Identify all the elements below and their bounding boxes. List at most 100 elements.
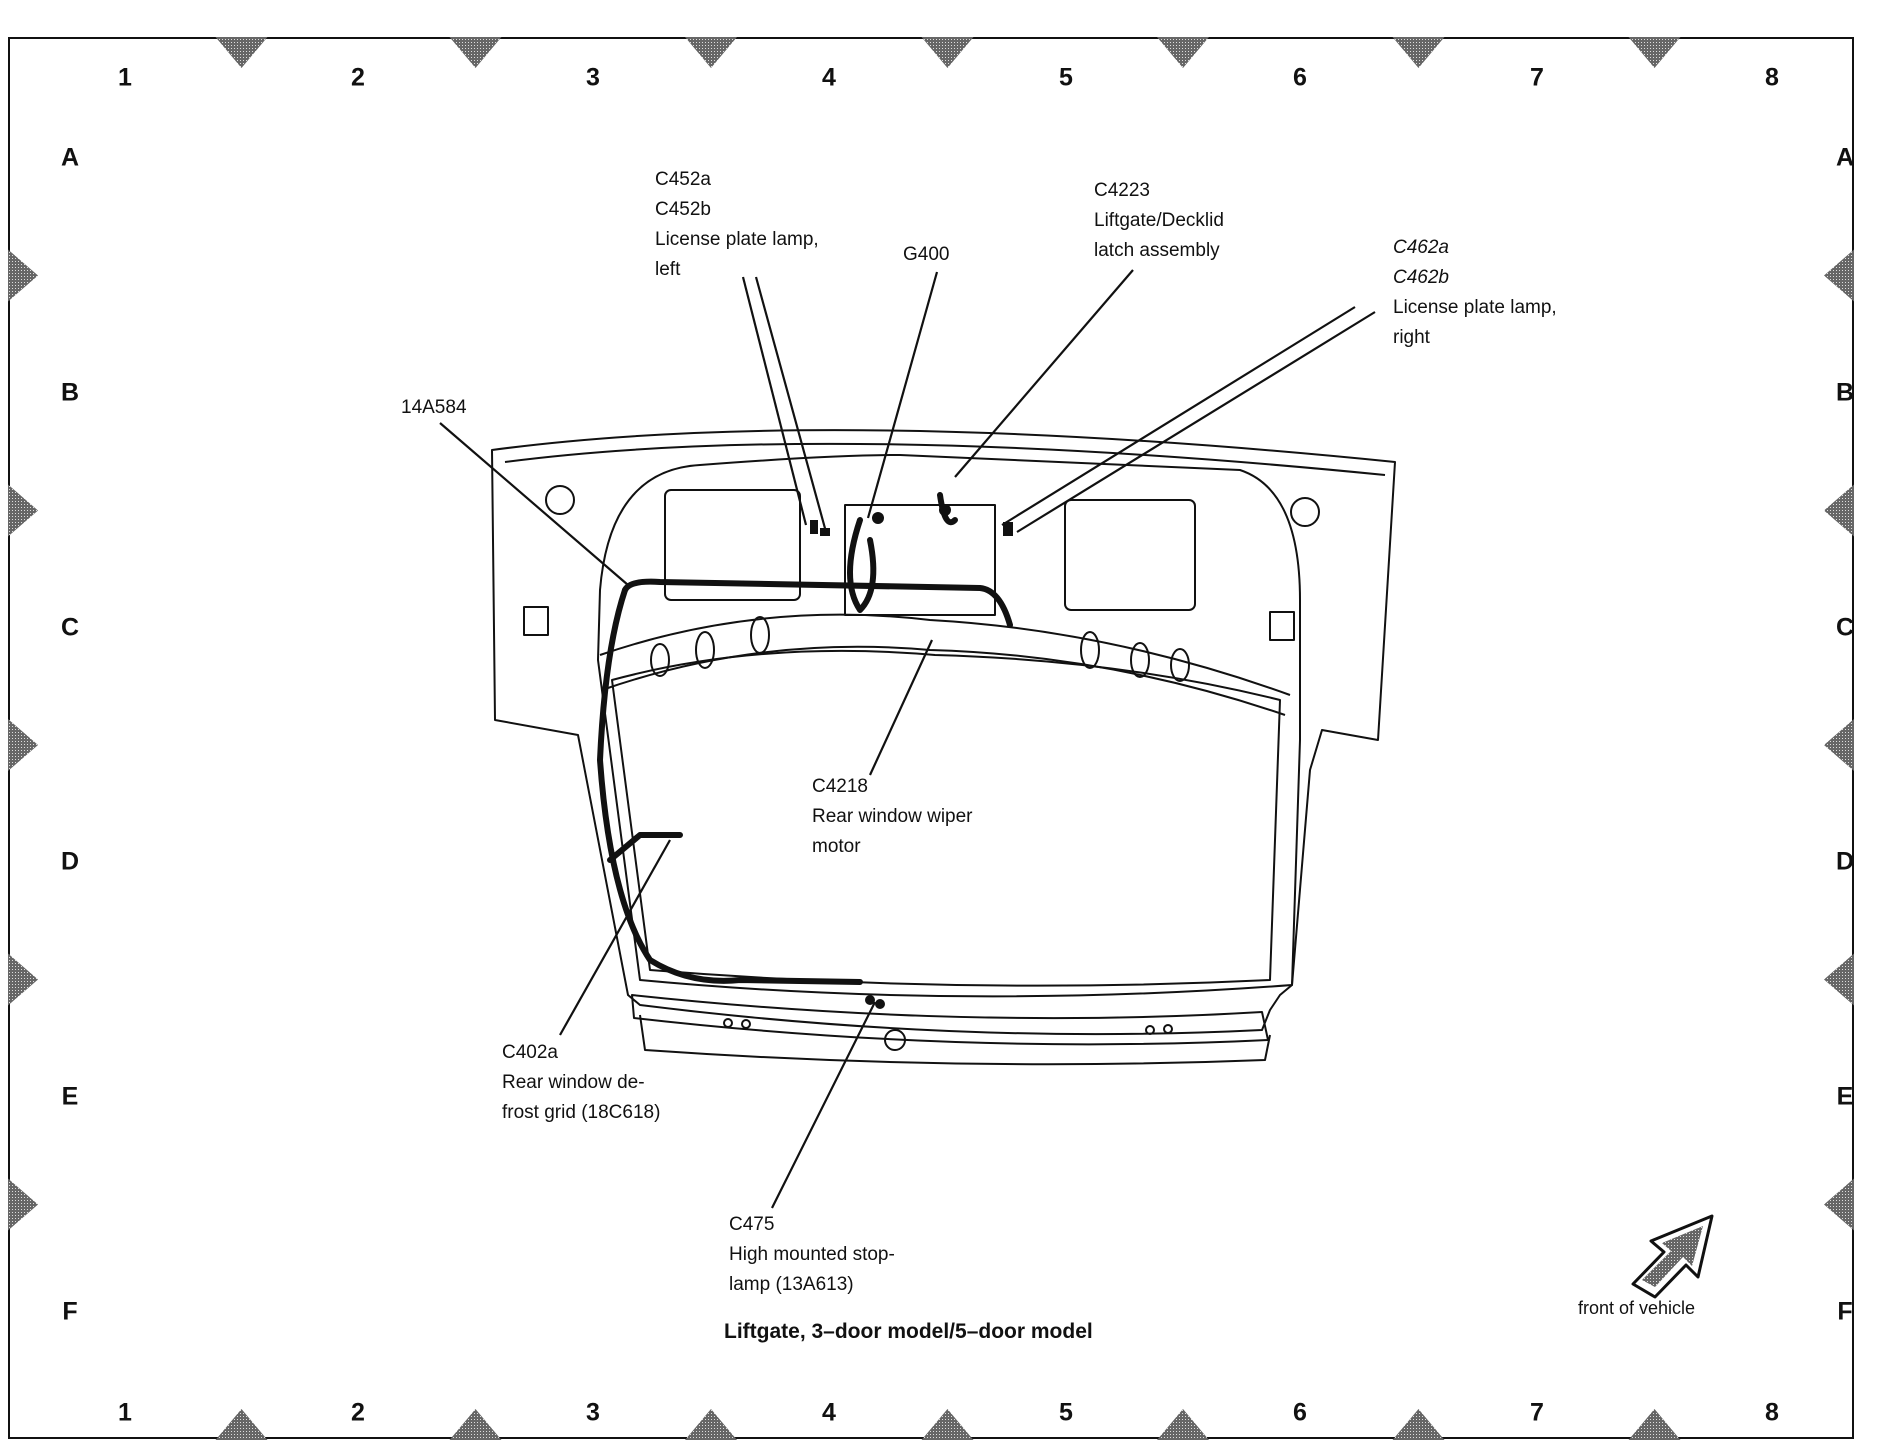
callout-c452-line: C452b	[655, 199, 711, 220]
grid-column-label-top: 4	[822, 63, 836, 92]
grid-column-label-bottom: 8	[1765, 1398, 1779, 1427]
grid-column-label-top: 8	[1765, 63, 1779, 92]
inner-reinforcement-lower	[601, 645, 1286, 716]
grid-column-label-top: 3	[586, 63, 600, 92]
wiring-harness	[597, 492, 1013, 985]
left-bracket	[523, 606, 549, 636]
liftgate-outer-outline	[491, 429, 1396, 1036]
right-pivot	[1290, 497, 1320, 527]
front-of-vehicle-label: front of vehicle	[1578, 1298, 1696, 1318]
callout-c475-line: C475	[729, 1214, 775, 1235]
callout-c402a-line: C402a	[502, 1042, 558, 1063]
callout-c4218-line: motor	[812, 836, 861, 857]
grid-marker-left-triangle	[8, 1178, 38, 1231]
center-panel	[844, 504, 996, 616]
callout-14a584: 14A584	[401, 393, 467, 423]
grid-marker-bottom-triangle	[1157, 1409, 1209, 1440]
callout-c4223-line: C4223	[1094, 180, 1150, 201]
grid-marker-bottom-triangle	[1628, 1409, 1681, 1440]
right-cavity	[1064, 499, 1196, 611]
grid-column-label-bottom: 6	[1293, 1398, 1307, 1427]
window-inner-frame	[597, 454, 1301, 998]
grid-column-label-bottom: 3	[586, 1398, 600, 1427]
stoplamp-grommet	[884, 1029, 906, 1051]
grid-row-label-right: F	[1837, 1297, 1853, 1326]
right-bracket	[1269, 611, 1295, 641]
grid-marker-right-triangle	[1824, 953, 1854, 1006]
grid-column-label-top: 7	[1530, 63, 1544, 92]
leader-c452b	[754, 276, 828, 533]
callout-c452-line: License plate lamp,	[655, 229, 819, 250]
callout-c452-line: left	[655, 259, 681, 280]
grid-row-label-left: D	[60, 847, 80, 876]
grid-marker-right-triangle	[1824, 249, 1854, 302]
callout-g400-line: G400	[903, 244, 950, 265]
grid-column-label-bottom: 7	[1530, 1398, 1544, 1427]
grid-row-label-right: E	[1836, 1082, 1854, 1111]
grid-marker-top-triangle	[215, 37, 268, 68]
callout-c402a-line: Rear window de-	[502, 1072, 645, 1093]
grid-row-label-right: B	[1835, 378, 1855, 407]
callout-c475: C475 High mounted stop- lamp (13A613)	[729, 1210, 895, 1300]
leader-14a584	[439, 422, 629, 586]
liftgate-top-ledge	[504, 442, 1386, 476]
leader-c475	[771, 1001, 876, 1209]
grid-marker-top-triangle	[1628, 37, 1681, 68]
leader-c452a	[741, 276, 808, 526]
callout-c462-line: C462b	[1393, 267, 1449, 288]
callout-c4223-line: latch assembly	[1094, 240, 1220, 261]
leader-g400	[866, 271, 939, 519]
diagram-caption: Liftgate, 3–door model/5–door model	[724, 1320, 1093, 1343]
grid-marker-bottom-triangle	[1392, 1409, 1445, 1440]
grid-marker-right-triangle	[1824, 719, 1854, 771]
callout-c462-line: License plate lamp,	[1393, 297, 1557, 318]
grid-column-label-top: 1	[118, 63, 132, 92]
grid-row-label-left: E	[61, 1082, 79, 1111]
callout-c462-line: C462a	[1393, 237, 1449, 258]
callout-c4223: C4223 Liftgate/Decklid latch assembly	[1094, 176, 1224, 266]
leader-c4223	[954, 269, 1134, 478]
grid-marker-bottom-triangle	[921, 1409, 974, 1440]
callout-c402a-line: frost grid (18C618)	[502, 1102, 661, 1123]
bottom-bumper	[639, 1014, 1271, 1066]
callout-c452: C452a C452b License plate lamp, left	[655, 165, 819, 285]
leader-c462b	[1016, 311, 1376, 533]
grid-row-label-right: D	[1835, 847, 1855, 876]
inner-reinforcement	[599, 613, 1291, 696]
grid-column-label-bottom: 4	[822, 1398, 836, 1427]
callout-c475-line: High mounted stop-	[729, 1244, 895, 1265]
grid-marker-bottom-triangle	[449, 1409, 502, 1440]
leader-c462a	[1001, 306, 1356, 526]
grid-column-label-bottom: 1	[118, 1398, 132, 1427]
grid-marker-left-triangle	[8, 719, 38, 771]
callout-c4218-line: Rear window wiper	[812, 806, 973, 827]
grid-marker-left-triangle	[8, 953, 38, 1006]
leader-c4218	[869, 639, 933, 776]
callout-14a584-line: 14A584	[401, 397, 467, 418]
window-opening	[611, 649, 1281, 987]
grid-marker-left-triangle	[8, 484, 38, 537]
grid-row-label-left: F	[62, 1297, 78, 1326]
grid-marker-bottom-triangle	[685, 1409, 737, 1440]
grid-marker-top-triangle	[1392, 37, 1445, 68]
grid-marker-top-triangle	[685, 37, 737, 68]
callout-g400: G400	[903, 240, 949, 270]
grid-column-label-top: 6	[1293, 63, 1307, 92]
callout-c462: C462a C462b License plate lamp, right	[1393, 233, 1557, 353]
callout-c462-line: right	[1393, 327, 1430, 348]
grid-marker-left-triangle	[8, 249, 38, 302]
grid-marker-right-triangle	[1824, 1178, 1854, 1231]
callout-c452-line: C452a	[655, 169, 711, 190]
grid-column-label-top: 5	[1059, 63, 1073, 92]
grid-marker-right-triangle	[1824, 484, 1854, 537]
callout-c4218: C4218 Rear window wiper motor	[812, 772, 973, 862]
grid-marker-top-triangle	[921, 37, 974, 68]
left-pivot	[545, 485, 575, 515]
grid-column-label-top: 2	[351, 63, 365, 92]
callout-c4223-line: Liftgate/Decklid	[1094, 210, 1224, 231]
arrow-up-right-icon	[1631, 1214, 1714, 1299]
grid-column-label-bottom: 2	[351, 1398, 365, 1427]
callout-c475-line: lamp (13A613)	[729, 1274, 854, 1295]
grid-row-label-left: B	[60, 378, 80, 407]
